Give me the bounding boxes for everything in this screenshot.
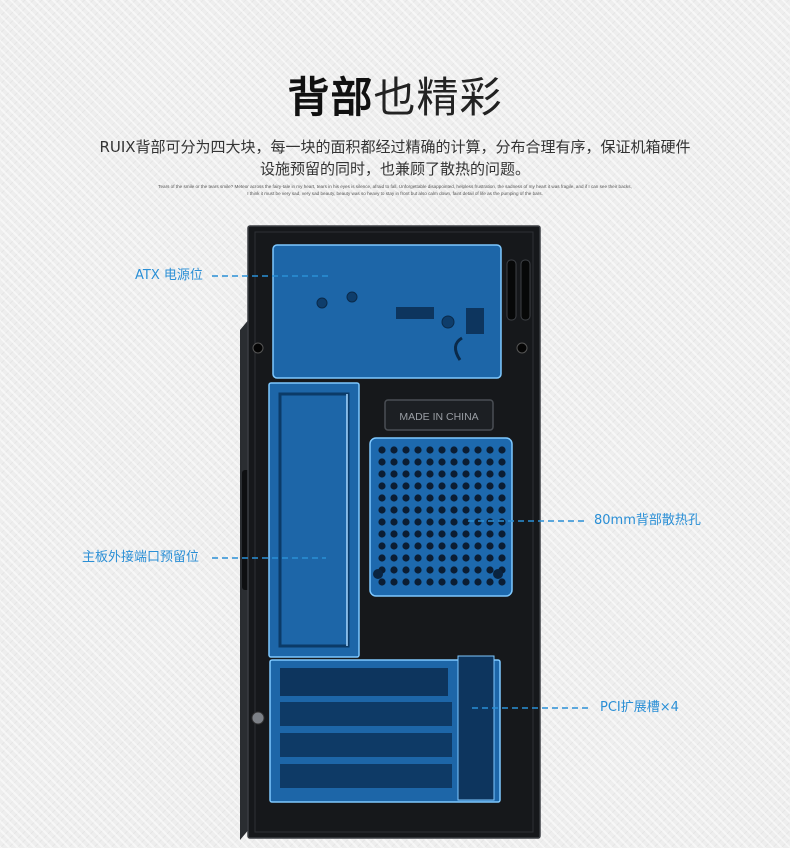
made-in-china-text: MADE IN CHINA xyxy=(399,411,478,423)
made-in-china-plate xyxy=(384,399,494,431)
screw-hole xyxy=(252,342,264,354)
fan-callout-label: 80mm背部散热孔 xyxy=(594,513,701,528)
title-bold: 背部 xyxy=(287,73,374,122)
pci-callout-label: PCI扩展槽×4 xyxy=(600,700,679,715)
fine-print-line-2: I think it must be very sad, very sad be… xyxy=(247,191,543,196)
description-line-1: RUIX背部可分为四大块，每一块的面积都经过精确的计算，分布合理有序，保证机箱硬… xyxy=(99,138,691,156)
thumb-screw xyxy=(251,711,265,725)
io-shield-highlight xyxy=(268,382,360,658)
fan-vent-highlight xyxy=(369,437,513,597)
psu-callout-label: ATX 电源位 xyxy=(135,268,203,283)
title-light: 也精彩 xyxy=(373,73,503,122)
pci-slots-highlight xyxy=(269,655,501,803)
psu-highlight xyxy=(272,244,502,379)
io-callout-label: 主板外接端口预留位 xyxy=(82,550,200,565)
case-rear-frame xyxy=(254,231,534,833)
description-line-2: 设施预留的同时，也兼顾了散热的问题。 xyxy=(259,160,530,178)
vent-slot xyxy=(506,259,517,321)
page-title: 背部也精彩 xyxy=(0,70,790,126)
fine-print-line-1: Tears of the smile or the tears smile? M… xyxy=(158,184,632,189)
vent-slot xyxy=(520,259,531,321)
screw-hole xyxy=(516,342,528,354)
